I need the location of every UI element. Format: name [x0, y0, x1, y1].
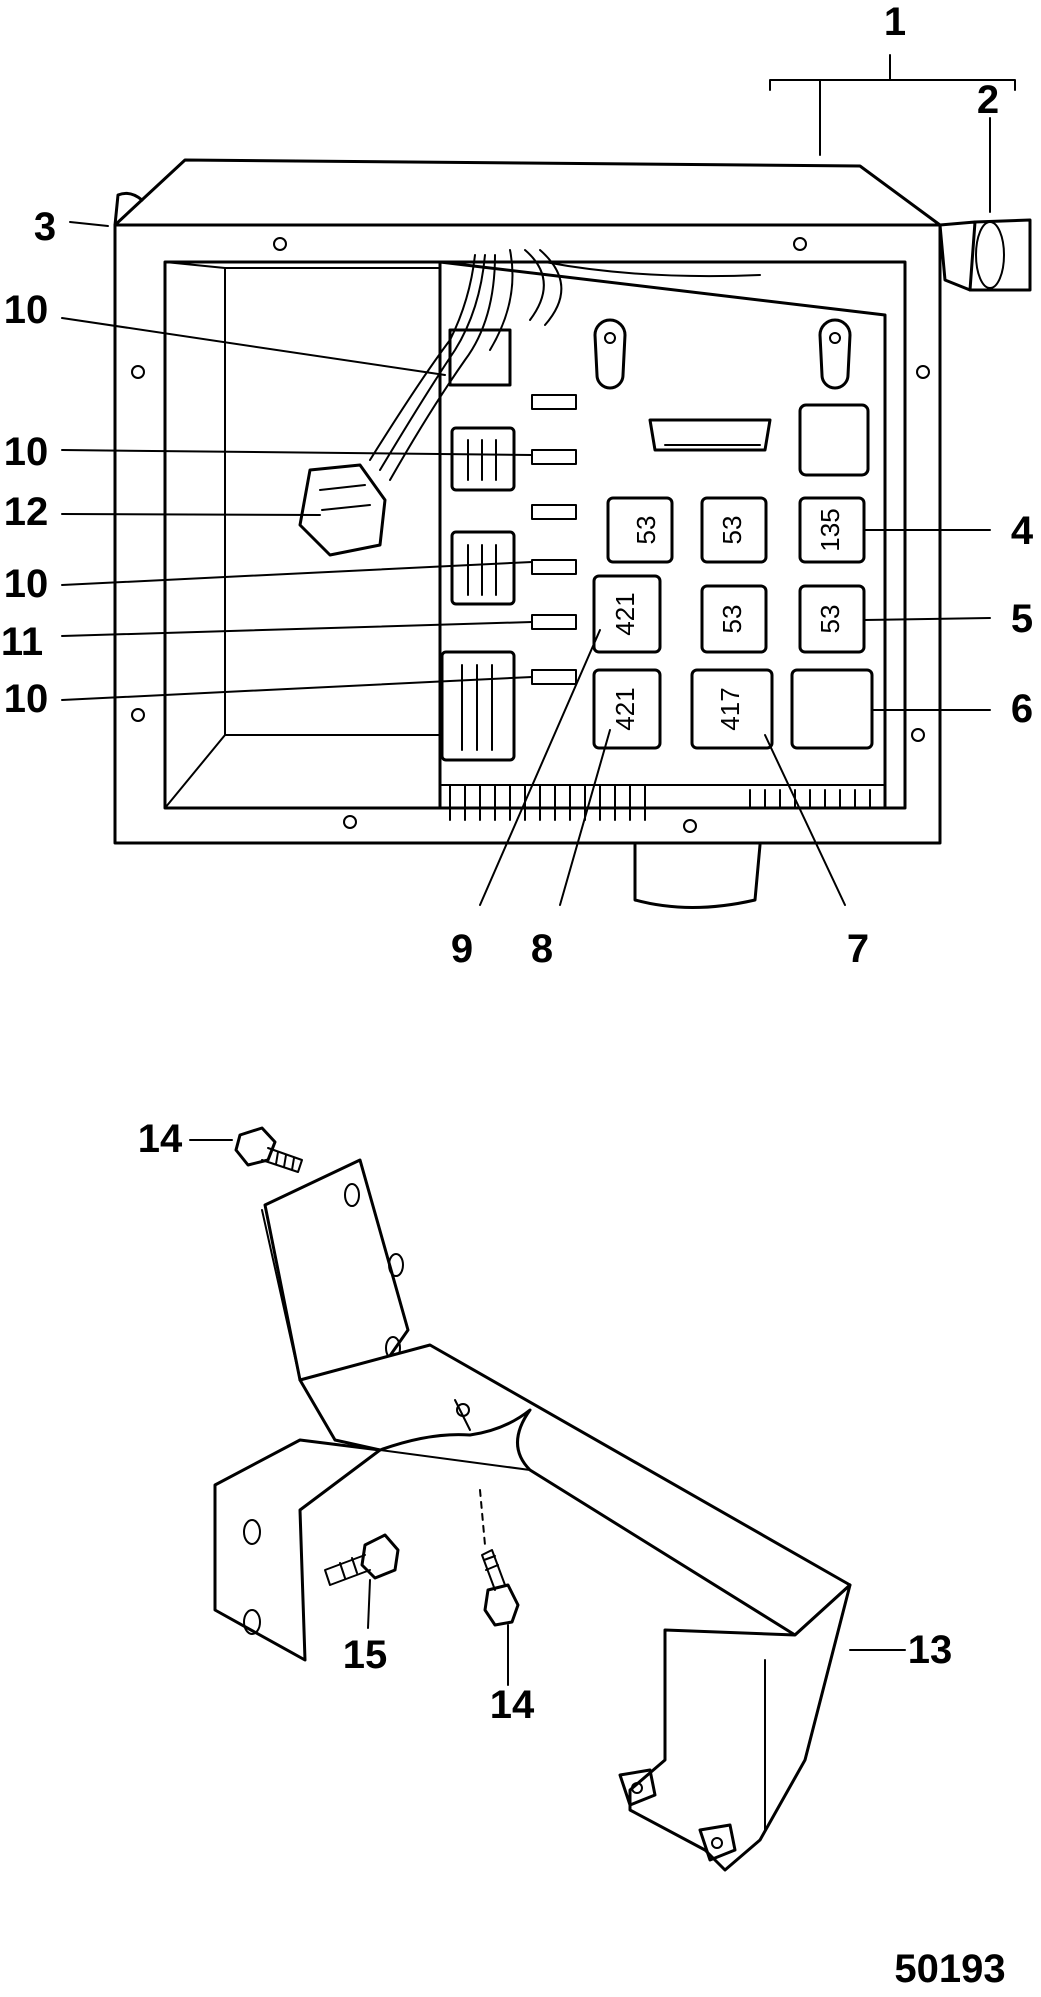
- relay-421-a: [592, 574, 662, 654]
- callout-1: 1: [884, 0, 906, 44]
- relay-label-r8: 417: [715, 687, 745, 730]
- relay-label-r4: 421: [610, 592, 640, 635]
- bolt-middle: [481, 1549, 520, 1627]
- callout-7: 7: [847, 927, 869, 971]
- plug-connector: [298, 463, 387, 557]
- relay-label-r1: 53: [631, 516, 661, 545]
- callout-3: 3: [34, 205, 56, 249]
- callout-5: 5: [1011, 597, 1033, 641]
- leader-lines-bottom: [189, 1139, 906, 1686]
- relay-53-c: [700, 584, 768, 654]
- callout-4: 4: [1011, 509, 1034, 553]
- relay-label-r2: 53: [717, 516, 747, 545]
- callout-10d: 10: [4, 677, 49, 721]
- callout-11: 11: [1, 620, 43, 664]
- relays: 53 53 135 421 53 53 421 417: [592, 496, 874, 750]
- callout-6: 6: [1011, 687, 1033, 731]
- right-plug: [938, 218, 1032, 292]
- callout-10c: 10: [4, 562, 49, 606]
- bolt-top: [234, 1126, 303, 1173]
- relay-53-b: [700, 496, 768, 564]
- left-plug: [113, 191, 144, 227]
- callout-15: 15: [343, 1633, 388, 1677]
- empty-relay-socket: [798, 403, 870, 477]
- relay-417: [690, 668, 774, 750]
- callout-12: 12: [4, 490, 49, 534]
- electrical-box: 53 53 135 421 53 53 421 417: [61, 54, 1032, 909]
- callout-14b: 14: [490, 1683, 535, 1727]
- harness-connectors: [440, 426, 516, 762]
- callout-8: 8: [531, 927, 553, 971]
- fuses: [531, 394, 577, 685]
- relay-label-r7: 421: [610, 687, 640, 730]
- relay-label-r6: 53: [815, 605, 845, 634]
- relay-label-r3: 135: [815, 508, 845, 551]
- board-standoffs: [593, 318, 852, 390]
- bolt-side: [324, 1533, 400, 1586]
- wire-harness: [369, 249, 761, 481]
- callout-14a: 14: [138, 1117, 183, 1161]
- relay-empty: [790, 668, 874, 750]
- callout-9: 9: [451, 927, 473, 971]
- callout-labels: 1 2 3 10 10 12 10 11 10 4 5 6 9 8 7 14 1…: [1, 0, 1034, 1727]
- callout-10a: 10: [4, 288, 49, 332]
- relay-421-b: [592, 668, 662, 750]
- relay-53-a: [606, 496, 674, 564]
- callout-13: 13: [908, 1628, 953, 1672]
- callout-2: 2: [977, 78, 999, 122]
- fuse-holder: [648, 418, 772, 452]
- mounting-bracket: [189, 1126, 906, 1872]
- figure-number: 50193: [894, 1947, 1005, 1991]
- bottom-plug: [633, 843, 762, 909]
- relay-label-r5: 53: [717, 605, 747, 634]
- screw-holes: [131, 237, 930, 833]
- callout-10b: 10: [4, 430, 49, 474]
- terminal-strip: [449, 784, 871, 821]
- leader-lines-top: [61, 54, 1016, 906]
